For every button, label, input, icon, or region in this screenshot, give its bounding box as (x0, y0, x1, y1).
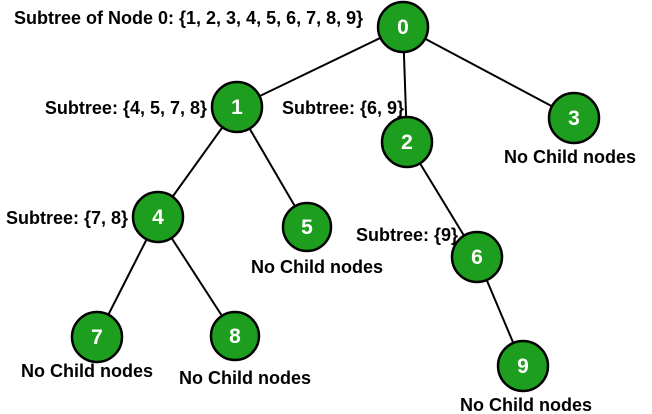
annotation-node-0: Subtree of Node 0: {1, 2, 3, 4, 5, 6, 7,… (14, 8, 363, 28)
node-7-circle (70, 310, 124, 364)
annotation-node-7: No Child nodes (21, 361, 153, 381)
annotation-node-6: Subtree: {9} (356, 225, 458, 245)
node-7-value: 7 (91, 326, 103, 349)
annotations: Subtree of Node 0: {1, 2, 3, 4, 5, 6, 7,… (6, 8, 636, 414)
node-0: 0 (376, 0, 430, 54)
node-8-value: 8 (229, 325, 241, 348)
node-1: 1 (210, 80, 264, 134)
annotation-node-4: Subtree: {7, 8} (6, 208, 128, 228)
node-9: 9 (496, 339, 550, 393)
node-6-value: 6 (471, 246, 483, 269)
node-8: 8 (209, 310, 261, 362)
nodes: 0 1 2 3 4 5 6 (70, 0, 601, 393)
node-4-circle (131, 190, 185, 244)
node-8-circle (209, 310, 261, 362)
node-6: 6 (450, 230, 504, 284)
annotation-node-9: No Child nodes (460, 395, 592, 414)
edge-0-3 (402, 26, 575, 119)
node-4: 4 (131, 190, 185, 244)
node-9-value: 9 (517, 355, 529, 378)
annotation-node-3: No Child nodes (504, 147, 636, 167)
node-1-circle (210, 80, 264, 134)
annotation-node-2: Subtree: {6, 9} (282, 98, 404, 118)
node-9-circle (496, 339, 550, 393)
node-5-value: 5 (301, 216, 313, 239)
annotation-node-8: No Child nodes (179, 368, 311, 388)
node-3: 3 (547, 91, 601, 145)
node-0-circle (376, 0, 430, 54)
node-6-circle (450, 230, 504, 284)
node-4-value: 4 (152, 206, 164, 229)
node-5: 5 (281, 201, 333, 253)
node-2: 2 (380, 115, 434, 169)
node-1-value: 1 (231, 96, 243, 119)
annotation-node-1: Subtree: {4, 5, 7, 8} (45, 98, 207, 118)
node-3-value: 3 (568, 107, 580, 130)
node-0-value: 0 (397, 16, 409, 39)
node-7: 7 (70, 310, 124, 364)
edge-0-1 (236, 26, 404, 108)
node-2-value: 2 (401, 131, 413, 154)
node-5-circle (281, 201, 333, 253)
node-2-circle (380, 115, 434, 169)
node-3-circle (547, 91, 601, 145)
annotation-node-5: No Child nodes (251, 257, 383, 277)
